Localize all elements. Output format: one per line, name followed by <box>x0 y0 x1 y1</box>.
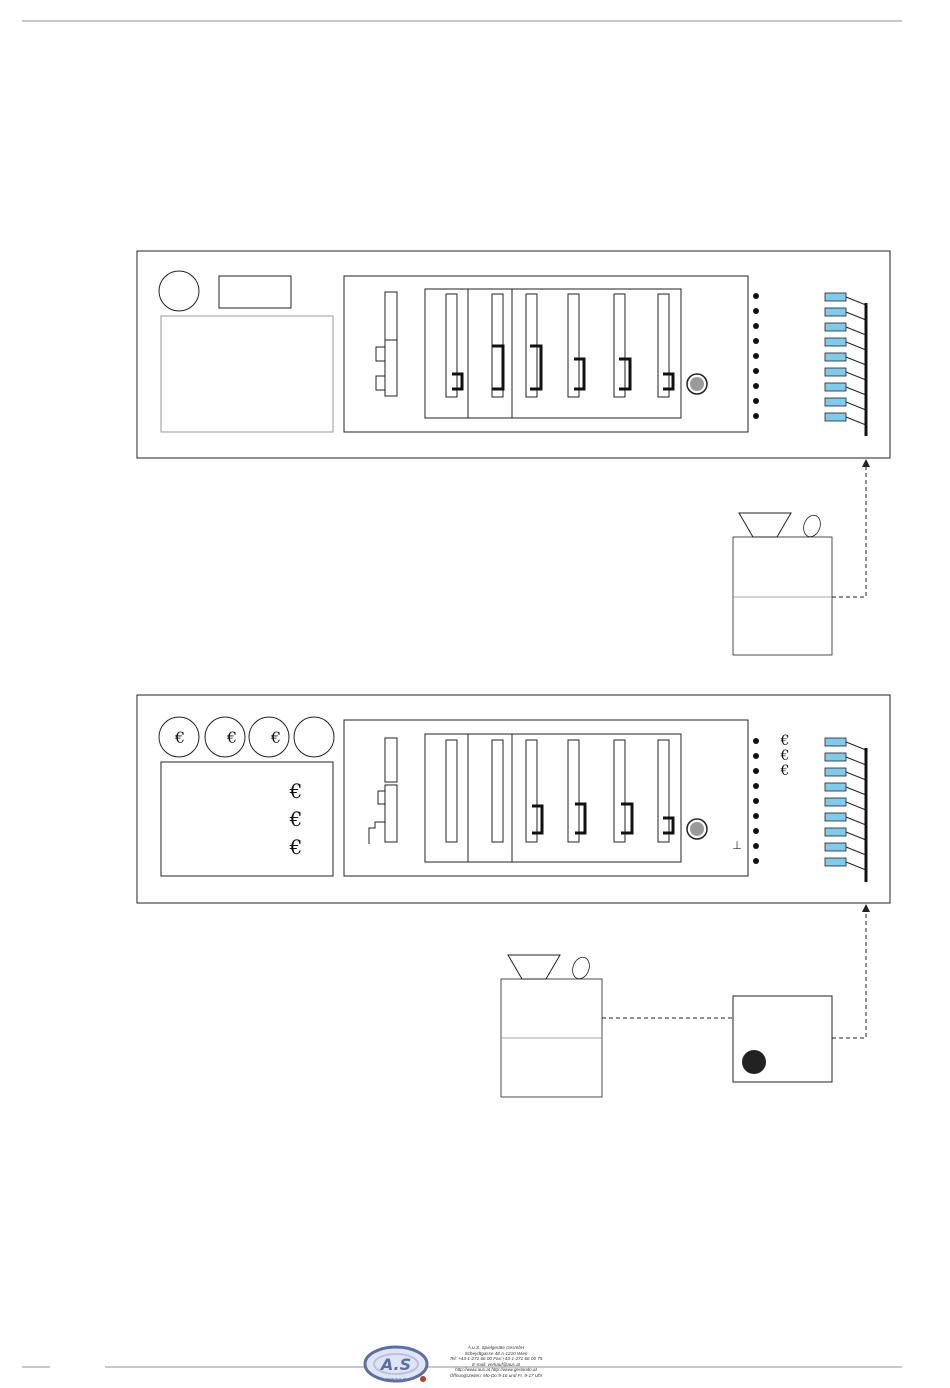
terminal-dots-1 <box>753 293 759 419</box>
board-outline-1 <box>344 276 748 432</box>
ground-symbol: ⊥ <box>732 839 742 852</box>
cable-1 <box>832 463 866 597</box>
reset-knob-1 <box>687 374 707 394</box>
led-strip-2 <box>825 738 866 882</box>
card-slots-2 <box>446 740 669 842</box>
info-panel-2 <box>161 762 333 876</box>
panel-euro-symbol: € <box>289 807 303 831</box>
connector-module-1 <box>376 292 397 396</box>
footer-contact: A.u.S. Spielgeräte GesmbH Scheydtgasse 4… <box>366 1343 556 1388</box>
machine-diagram-1 <box>137 251 890 655</box>
coin-slots-2 <box>159 717 334 757</box>
power-supply-2 <box>501 955 602 1097</box>
card-module-2 <box>425 734 681 862</box>
indicator-euro-symbol: € <box>780 763 790 779</box>
coin-symbol: € <box>226 728 237 747</box>
footer-hours: Öffnungszeiten: Mo-Do 9-16 und Fr. 9-17 … <box>436 1373 556 1379</box>
panel-euro-symbol: € <box>289 779 303 803</box>
footer-phone: Tel: +43-1-271 66 00 Fax:+43-1-271 66 00… <box>436 1356 556 1362</box>
indicator-euro-symbol: € <box>780 733 790 749</box>
jumpers-2 <box>532 804 673 833</box>
coin-symbol: € <box>174 728 185 747</box>
display-window-1 <box>219 276 291 308</box>
reset-knob-2 <box>687 819 707 839</box>
control-box-2 <box>733 996 832 1082</box>
coin-symbol: € <box>270 728 281 747</box>
info-panel-1 <box>161 316 333 432</box>
cable-2b <box>832 908 866 1038</box>
machine-diagram-2: € € € € € € <box>137 695 890 1097</box>
board-outline-2 <box>344 720 748 876</box>
terminal-dots-2 <box>753 738 759 864</box>
card-module-1 <box>425 289 681 418</box>
machine-outline-2 <box>137 695 890 903</box>
coin-slot-1 <box>159 271 199 311</box>
machine-outline-1 <box>137 251 890 458</box>
jumpers-1 <box>452 346 673 389</box>
power-supply-1 <box>733 513 832 655</box>
panel-euro-symbol: € <box>289 835 303 859</box>
led-strip-1 <box>825 293 866 436</box>
connector-module-2 <box>369 738 397 844</box>
indicator-euro-symbol: € <box>780 748 790 764</box>
card-slots-1 <box>446 294 669 397</box>
